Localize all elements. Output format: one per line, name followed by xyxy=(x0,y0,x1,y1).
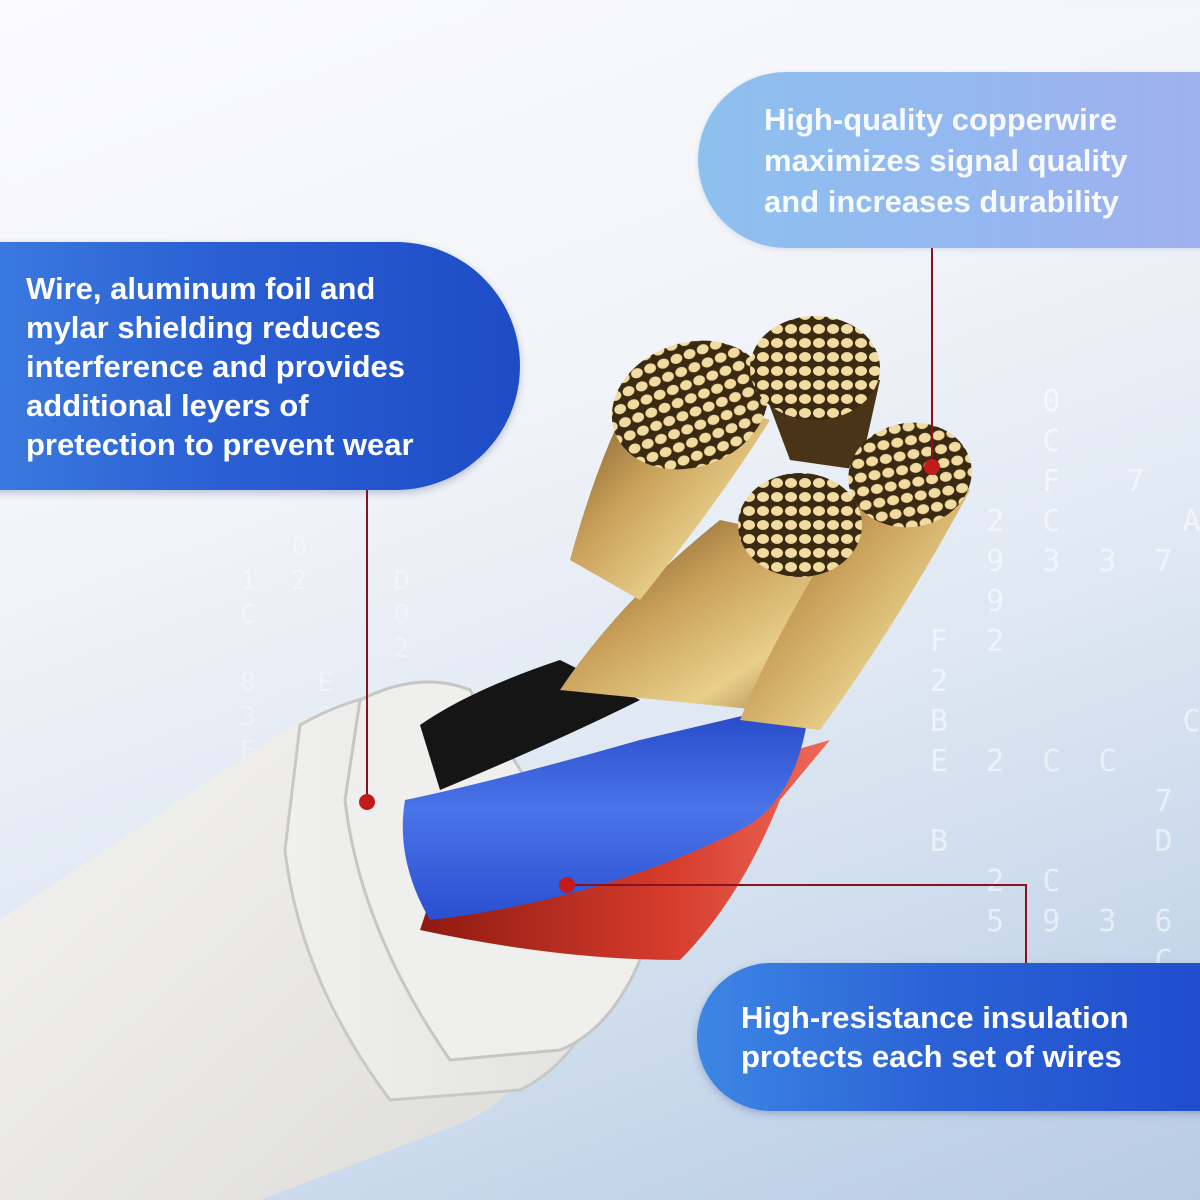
leader-line-copper xyxy=(931,248,933,467)
callout-shielding-text: Wire, aluminum foil and mylar shielding … xyxy=(26,270,414,462)
leader-line-insulation-v xyxy=(1025,884,1027,964)
callout-copper-wire: High-quality copperwire maximizes signal… xyxy=(698,72,1200,248)
callout-insulation: High-resistance insulation protects each… xyxy=(697,963,1200,1111)
callout-insulation-text: High-resistance insulation protects each… xyxy=(741,1000,1129,1074)
leader-line-insulation-h xyxy=(567,884,1027,886)
leader-line-shielding xyxy=(366,490,368,802)
leader-dot-shielding xyxy=(359,794,375,810)
leader-dot-insulation xyxy=(559,877,575,893)
callout-shielding: Wire, aluminum foil and mylar shielding … xyxy=(0,242,520,490)
leader-dot-copper xyxy=(924,459,940,475)
callout-copper-text: High-quality copperwire maximizes signal… xyxy=(764,101,1128,219)
